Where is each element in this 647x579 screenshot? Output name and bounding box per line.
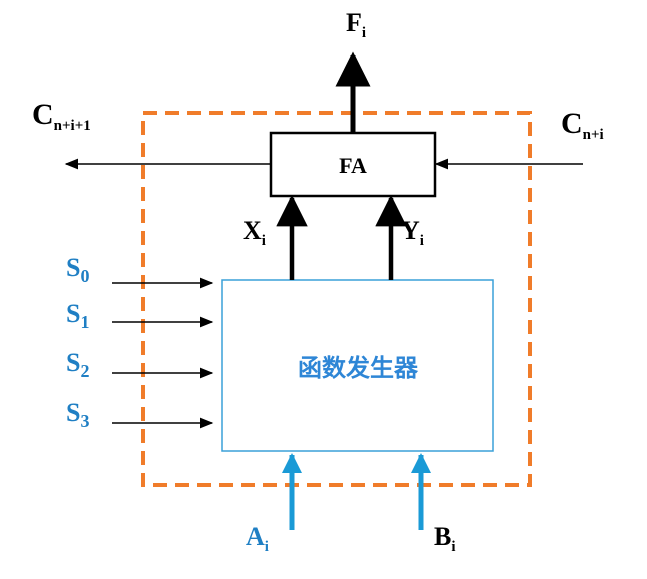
- x-label: Xi: [243, 216, 266, 249]
- s3-label: S3: [66, 398, 89, 431]
- dashed-boundary: [141, 111, 532, 487]
- function-generator-label: 函数发生器: [298, 354, 419, 382]
- output-label: Fi: [346, 8, 366, 41]
- y-label: Yi: [401, 216, 424, 249]
- s2-label: S2: [66, 348, 89, 381]
- b-label: Bi: [434, 522, 456, 555]
- function-generator-block: [221, 279, 494, 452]
- fa-label: FA: [339, 153, 367, 178]
- carry-in-label: Cn+i: [561, 107, 604, 143]
- s0-label: S0: [66, 253, 89, 286]
- a-label: Ai: [246, 522, 269, 555]
- carry-out-label: Cn+i+1: [32, 98, 91, 134]
- s1-label: S1: [66, 299, 89, 332]
